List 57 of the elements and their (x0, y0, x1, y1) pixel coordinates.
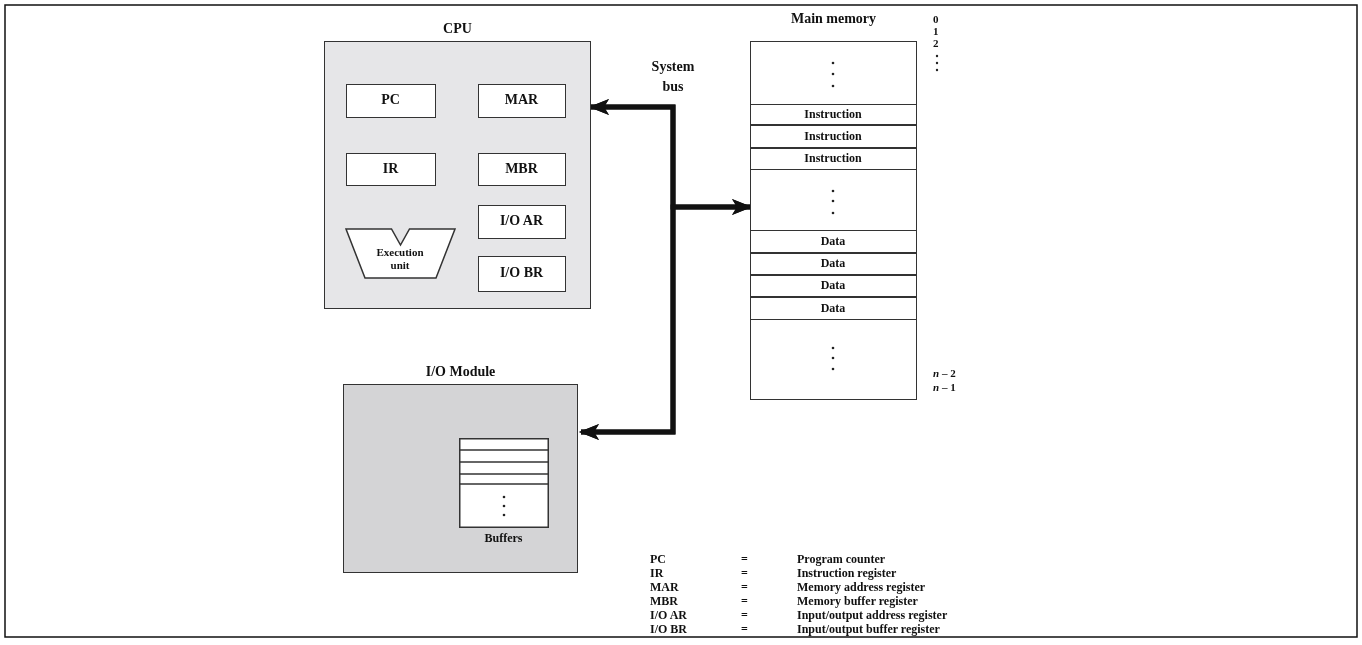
execution-unit-trapezoid (344, 227, 456, 279)
cell-label: Data (819, 278, 847, 292)
register-box (477, 83, 566, 118)
equals-sign: = (741, 552, 748, 566)
cell-label: Instruction (803, 128, 863, 143)
cell-label: Instruction (803, 106, 863, 121)
register-label: IR (381, 160, 400, 177)
definition: Memory address register (797, 580, 926, 594)
memory-cell (749, 103, 917, 125)
cell-label: Data (819, 233, 847, 248)
memory-cell (749, 124, 917, 148)
cell-label: Instruction (803, 151, 863, 165)
equals-sign: = (741, 608, 748, 622)
memory-cell (749, 252, 917, 275)
memory-cell (749, 147, 917, 170)
register-box (477, 152, 566, 186)
equals-sign: = (741, 566, 748, 580)
memory-heading: Main memory (789, 12, 878, 26)
register-label: PC (380, 92, 401, 108)
abbreviation: MBR (650, 594, 678, 608)
abbreviation: IR (650, 566, 664, 580)
definition: Input/output buffer register (797, 622, 940, 636)
definition: Program counter (797, 552, 886, 566)
memory-cell (749, 296, 917, 320)
abbreviation: I/O AR (650, 608, 687, 622)
address-label: n – 1 (933, 380, 956, 394)
address-label: 0 (933, 12, 939, 26)
equals-sign: = (741, 580, 748, 594)
memory-cell (749, 274, 917, 297)
cell-label: Data (819, 300, 847, 315)
address-label: n – 2 (933, 366, 956, 380)
module-heading: CPU (442, 22, 473, 36)
bus-arrow (579, 199, 752, 440)
equals-sign: = (741, 622, 748, 636)
definition: Memory buffer register (797, 594, 918, 608)
cell-label: Data (819, 256, 847, 270)
memory-cell (749, 229, 917, 253)
register-label: I/O AR (498, 213, 545, 229)
register-label: MBR (504, 160, 539, 177)
register-box (477, 204, 566, 239)
register-box (345, 152, 436, 186)
unit-label: Execution unit (375, 245, 425, 272)
register-box (477, 255, 566, 292)
definition: Instruction register (797, 566, 897, 580)
bus-label: System bus (650, 58, 696, 96)
module-heading: I/O Module (424, 365, 497, 379)
equals-sign: = (741, 594, 748, 608)
address-label: 2 (933, 36, 939, 50)
definition: Input/output address register (797, 608, 948, 622)
register-label: I/O BR (498, 265, 545, 281)
register-box (345, 83, 436, 118)
abbreviation: MAR (650, 580, 679, 594)
register-label: MAR (503, 92, 540, 108)
abbreviation: I/O BR (650, 622, 687, 636)
abbreviation: PC (650, 552, 666, 566)
address-label: 1 (933, 24, 939, 38)
buffers-caption: Buffers (483, 530, 524, 545)
